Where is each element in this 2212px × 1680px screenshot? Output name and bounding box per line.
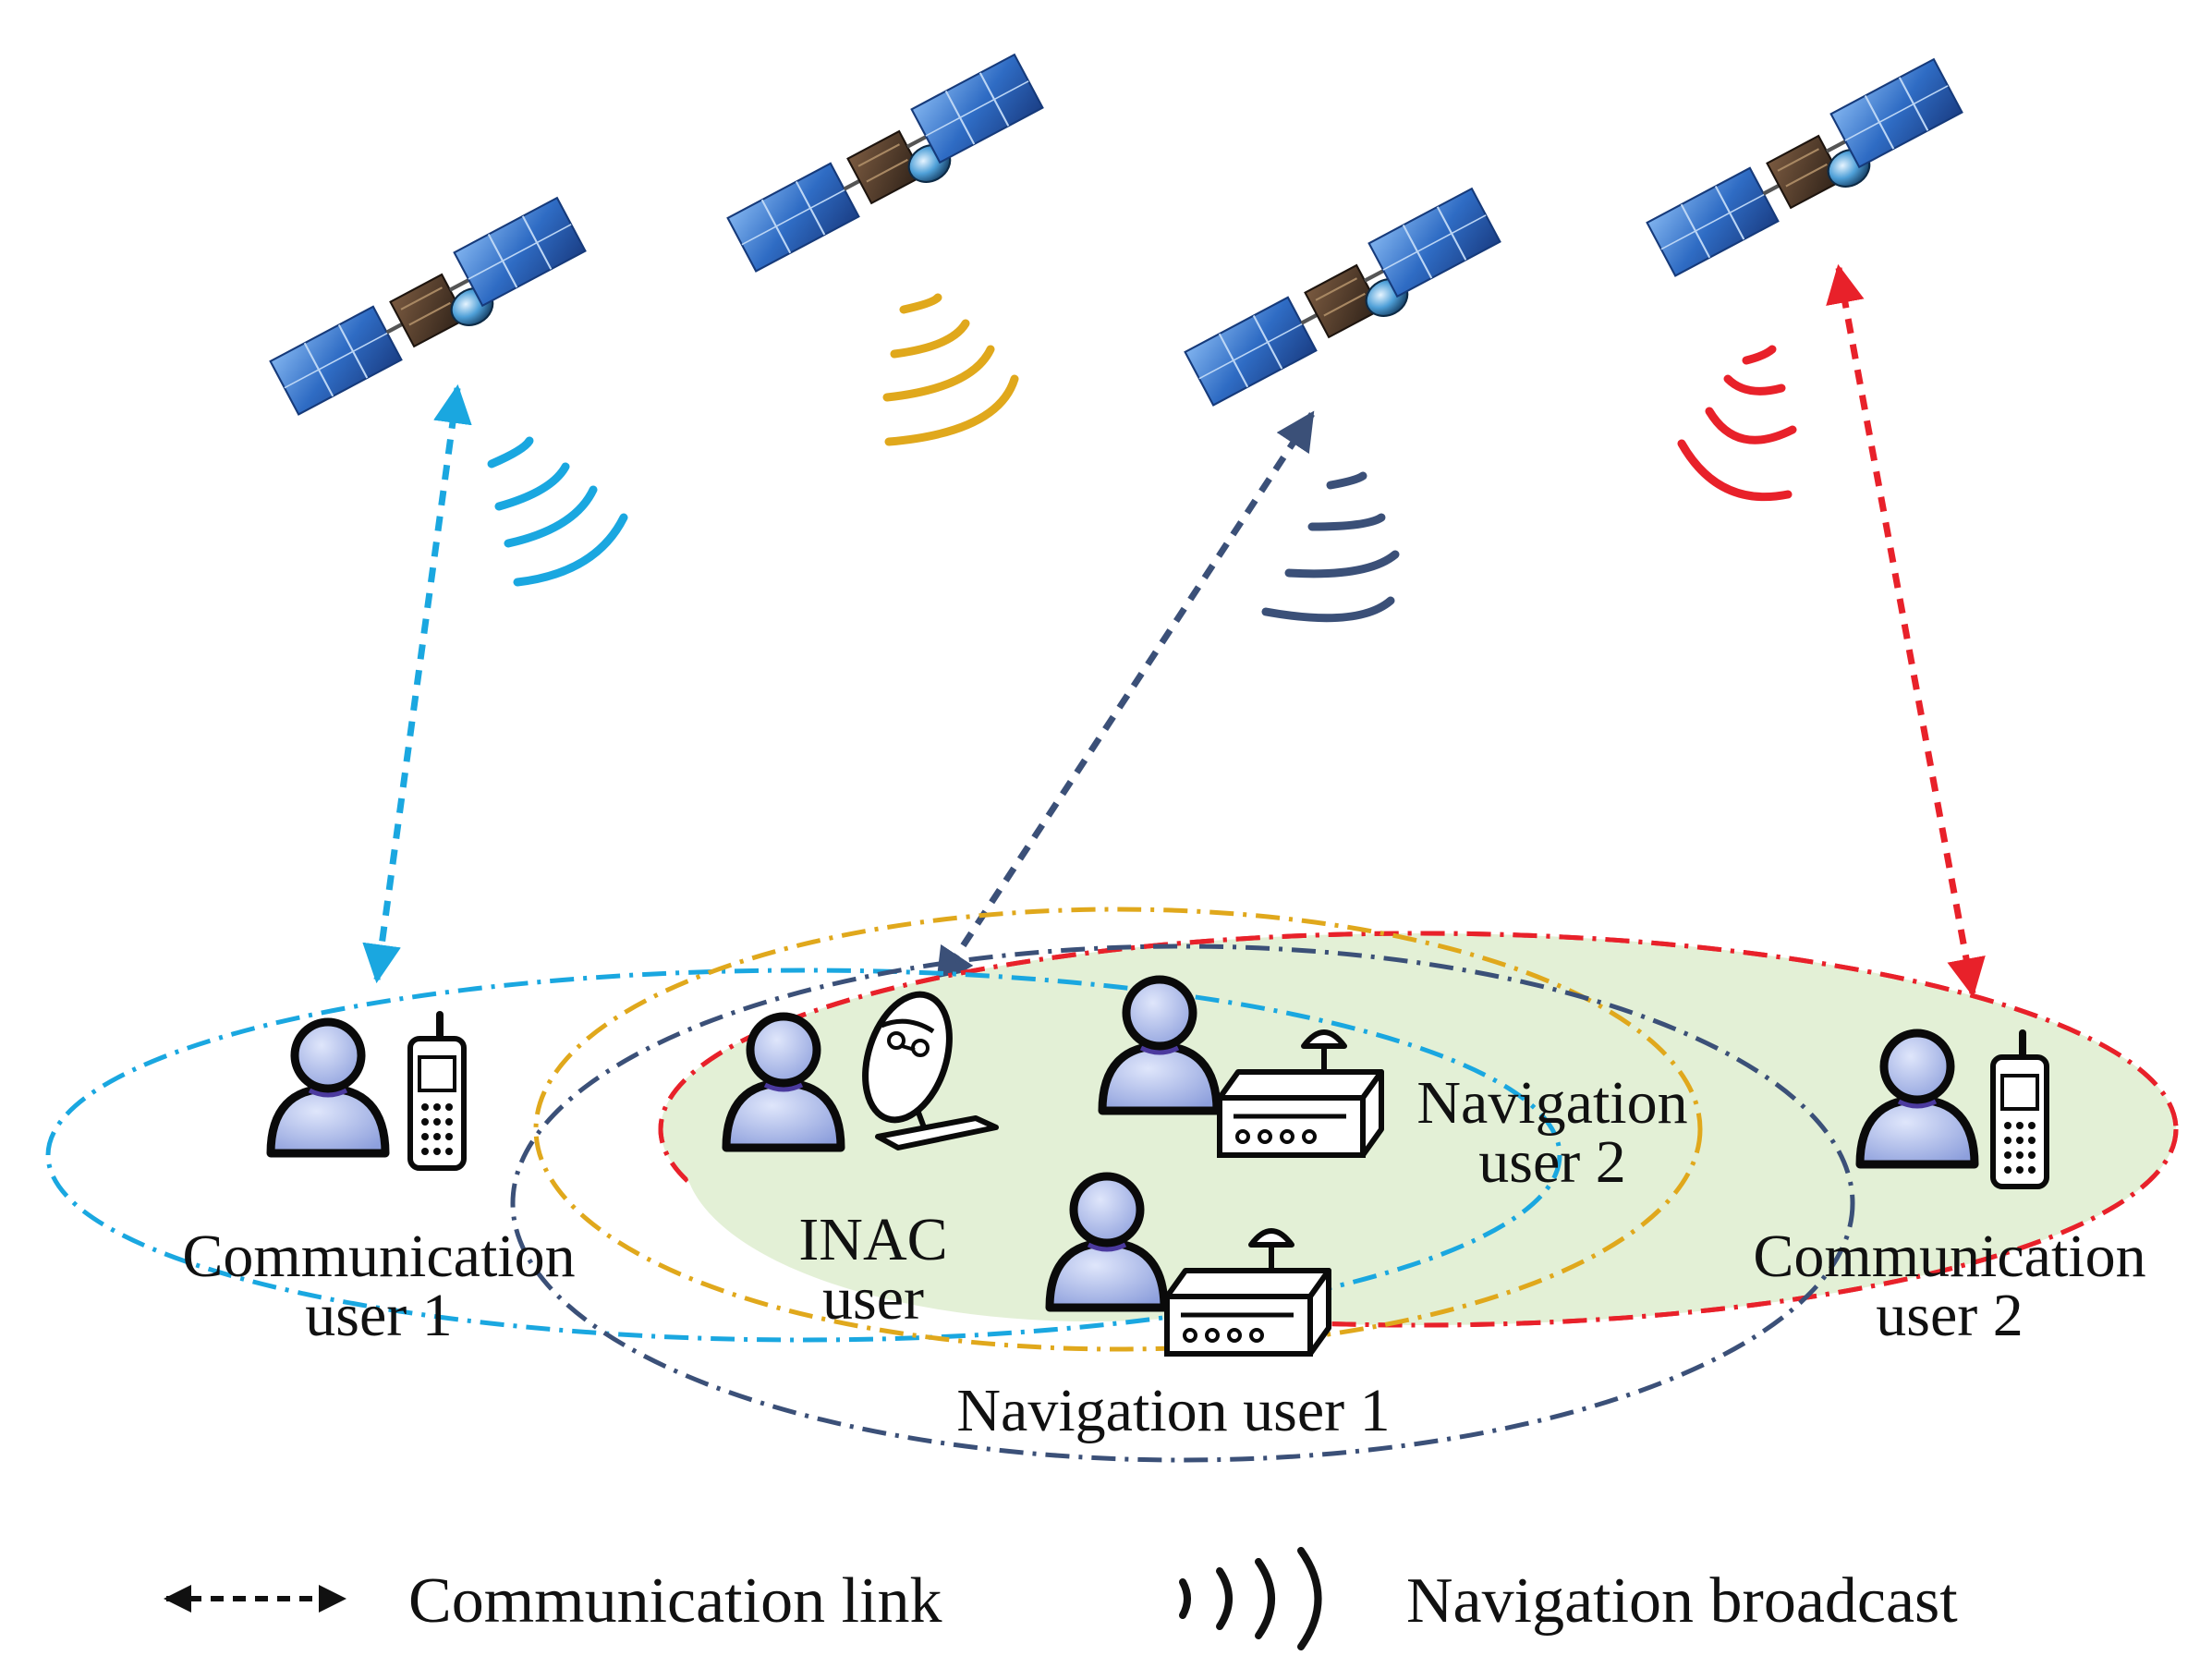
coverage-area-navy — [510, 943, 1855, 1463]
label-communication-user-1: Communication user 1 — [139, 1223, 619, 1349]
communication-link-cyan — [362, 383, 472, 984]
mobile-phone-icon-comm-1 — [410, 1015, 464, 1168]
coverage-area-red-outline — [658, 931, 2179, 1328]
label-inac-user-line2: user — [822, 1265, 924, 1333]
mobile-phone-icon-comm-2 — [1993, 1033, 2047, 1187]
label-communication-user-2: Communication user 2 — [1709, 1223, 2190, 1349]
coverage-area-gold — [533, 907, 1703, 1352]
label-navigation-user-2-line2: user 2 — [1478, 1128, 1626, 1196]
label-inac-user: INAC user — [739, 1206, 1007, 1333]
coverage-area-cyan — [45, 968, 1562, 1343]
legend-navigation-broadcast-label: Navigation broadcast — [1406, 1565, 1958, 1637]
navigation-broadcast-waves-gold — [882, 293, 1019, 446]
label-navigation-user-1: Navigation user 1 — [956, 1377, 1391, 1444]
label-communication-user-1-line2: user 1 — [305, 1282, 453, 1349]
navigation-broadcast-waves-red — [1677, 345, 1797, 502]
communication-link-red — [1826, 263, 1986, 998]
legend-navigation-broadcast-icon — [1179, 1547, 1322, 1650]
label-communication-user-2-line1: Communication — [1753, 1223, 2146, 1290]
label-inac-user-line1: INAC — [798, 1206, 948, 1273]
label-navigation-user-2: Navigation user 2 — [1377, 1069, 1728, 1196]
communication-link-navy — [935, 410, 1315, 988]
label-communication-user-2-line2: user 2 — [1876, 1282, 2024, 1349]
label-communication-user-1-line1: Communication — [182, 1223, 576, 1290]
legend-communication-link-label: Communication link — [408, 1565, 942, 1637]
navigation-broadcast-waves-cyan — [487, 436, 628, 587]
label-navigation-user-2-line1: Navigation — [1416, 1069, 1688, 1137]
